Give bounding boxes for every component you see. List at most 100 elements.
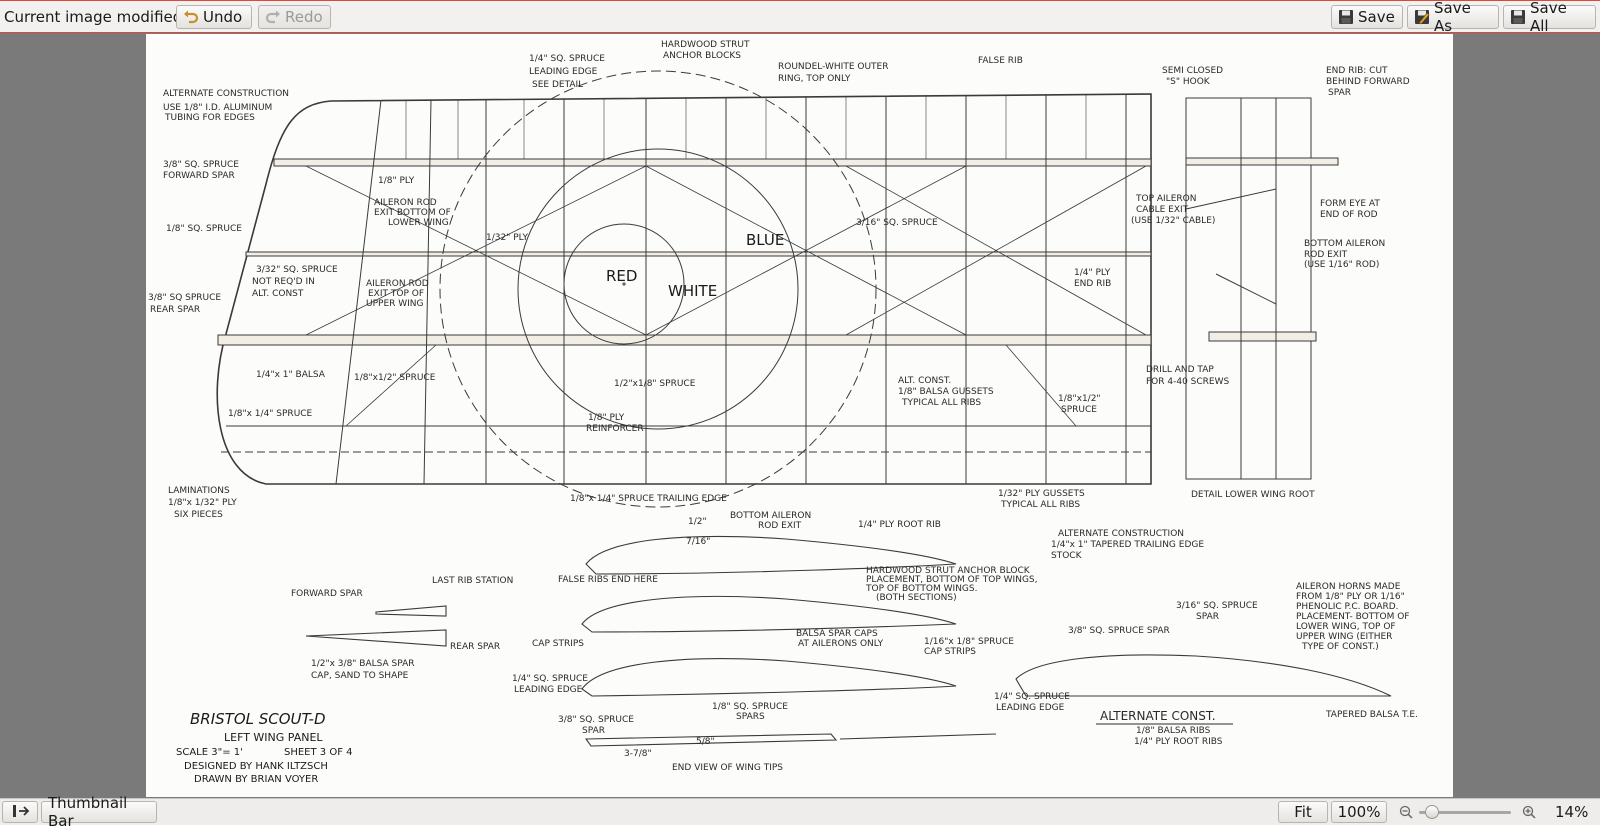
roundel-blue-label: BLUE xyxy=(746,231,784,249)
label-forward-spar: FORWARD SPAR xyxy=(291,589,363,599)
label-end-rib-1: END RIB: CUT xyxy=(1326,66,1388,76)
rear-spar xyxy=(217,334,1152,346)
label-trailing-edge: 1/8"x 1/4" SPRUCE TRAILING EDGE xyxy=(570,494,727,504)
save-all-button[interactable]: Save All xyxy=(1503,0,1596,35)
label-ply-reinforcer-1: 1/8" PLY xyxy=(588,413,625,423)
zoom-slider[interactable] xyxy=(1419,811,1511,814)
label-aileron-rod-top-3: UPPER WING xyxy=(366,299,424,309)
label-strut-block-1: HARDWOOD STRUT ANCHOR BLOCK xyxy=(866,566,1031,576)
redo-button[interactable]: Redo xyxy=(258,5,331,29)
label-end-rib-ply-2: END RIB xyxy=(1074,279,1111,289)
label-sq-spruce-332-2: NOT REQ'D IN xyxy=(252,277,315,287)
label-strut-block-3: TOP OF BOTTOM WINGS. xyxy=(865,584,977,594)
label-le-14-2: LEADING EDGE xyxy=(514,685,583,695)
forward-spar xyxy=(273,158,1152,167)
label-five-8: 5/8" xyxy=(696,737,715,747)
save-as-button[interactable]: Save As xyxy=(1407,0,1499,35)
label-spruce-18x14: 1/8"x 1/4" SPRUCE xyxy=(228,409,313,419)
undo-button[interactable]: Undo xyxy=(176,5,252,29)
label-alt-const-gussets-2: 1/8" BALSA GUSSETS xyxy=(898,387,994,397)
label-bottom-aileron-3: (USE 1/16" ROD) xyxy=(1304,260,1379,270)
undo-icon xyxy=(183,9,199,25)
save-all-icon xyxy=(1510,9,1526,25)
save-as-icon xyxy=(1414,9,1430,25)
label-aileron-rod-3: LOWER WING xyxy=(388,218,449,228)
label-sq-spruce-332-1: 3/32" SQ. SPRUCE xyxy=(256,265,338,275)
label-balsa-spar-1: 1/2"x 3/8" BALSA SPAR xyxy=(311,659,415,669)
label-alt-construction-3: TUBING FOR EDGES xyxy=(164,113,255,123)
label-end-rib-3: SPAR xyxy=(1328,88,1351,98)
label-cap-strips: CAP STRIPS xyxy=(532,639,584,649)
wing-outline xyxy=(216,93,1152,485)
label-form-eye-1: FORM EYE AT xyxy=(1320,199,1380,209)
label-seven-16: 7/16" xyxy=(686,537,710,547)
label-strut-anchor-1: HARDWOOD STRUT xyxy=(661,40,750,50)
label-form-eye-2: END OF ROD xyxy=(1320,210,1378,220)
thumbnail-bar-button[interactable]: Thumbnail Bar xyxy=(41,794,157,830)
label-aileron-horns-5: LOWER WING, TOP OF xyxy=(1296,622,1396,632)
roundel-red-label: RED xyxy=(606,267,637,285)
label-strut-block-4: (BOTH SECTIONS) xyxy=(876,593,957,603)
label-spars-18-1: 1/8" SQ. SPRUCE xyxy=(712,702,788,712)
fit-button[interactable]: Fit xyxy=(1278,801,1328,823)
label-alt-const-gussets-1: ALT. CONST. xyxy=(898,376,951,386)
label-laminations-1: LAMINATIONS xyxy=(168,486,230,496)
label-ply-gussets-2: TYPICAL ALL RIBS xyxy=(1000,500,1080,510)
label-detail-lower-root: DETAIL LOWER WING ROOT xyxy=(1191,490,1315,500)
label-alt-trailing-1: ALTERNATE CONSTRUCTION xyxy=(1058,529,1184,539)
label-rear-spar-1: 3/8" SQ SPRUCE xyxy=(148,293,221,303)
label-rear-spar: REAR SPAR xyxy=(450,642,500,652)
label-leading-edge-3: SEE DETAIL xyxy=(532,80,583,90)
save-label: Save xyxy=(1358,8,1395,26)
label-ply-132: 1/32" PLY xyxy=(486,233,528,243)
label-spruce-18x12-b-2: SPRUCE xyxy=(1061,405,1097,415)
label-alt-const-gussets-3: TYPICAL ALL RIBS xyxy=(901,398,981,408)
label-ply-gussets-1: 1/32" PLY GUSSETS xyxy=(998,489,1085,499)
label-sq-spruce-332-3: ALT. CONST xyxy=(252,289,304,299)
label-rear-spar-2: REAR SPAR xyxy=(150,305,200,315)
zoom-out-icon[interactable] xyxy=(1399,805,1413,819)
zoom-in-icon[interactable] xyxy=(1522,805,1536,819)
drawing-labels: RED WHITE BLUE ALTERNATE CONSTRUCTION US… xyxy=(148,40,1418,785)
save-all-label: Save All xyxy=(1530,0,1567,35)
roundel-white-label: WHITE xyxy=(668,282,717,300)
label-bottom-aileron-exit-2: ROD EXIT xyxy=(758,521,802,531)
label-top-aileron-2: CABLE EXIT xyxy=(1136,205,1189,215)
label-cap-strips-2-1: 1/16"x 1/8" SPRUCE xyxy=(924,637,1014,647)
label-fwd-spar-1: 3/8" SQ. SPRUCE xyxy=(163,160,239,170)
label-semi-closed-2: "S" HOOK xyxy=(1166,77,1211,87)
label-alt-construction-2: USE 1/8" I.D. ALUMINUM xyxy=(163,103,272,113)
label-aileron-rod-2: EXIT BOTTOM OF xyxy=(374,208,451,218)
label-aileron-horns-4: PLACEMENT- BOTTOM OF xyxy=(1296,612,1410,622)
diagonal-bracing xyxy=(305,165,1147,427)
label-alt-sq-spruce-1: 3/16" SQ. SPRUCE xyxy=(1176,601,1258,611)
label-aileron-horns-7: TYPE OF CONST.) xyxy=(1301,642,1379,652)
label-aileron-rod-top-2: EXIT TOP OF xyxy=(368,289,424,299)
zoom-100-button[interactable]: 100% xyxy=(1331,801,1387,823)
label-aileron-horns-6: UPPER WING (EITHER xyxy=(1296,632,1392,642)
center-spar xyxy=(245,251,1152,257)
label-top-aileron-1: TOP AILERON xyxy=(1135,194,1196,204)
label-balsa-14x1: 1/4"x 1" BALSA xyxy=(256,370,326,380)
label-balsa-spar-caps-1: BALSA SPAR CAPS xyxy=(796,629,878,639)
drawing-designed-by: DESIGNED BY HANK ILTZSCH xyxy=(184,761,328,772)
image-viewport[interactable]: RED WHITE BLUE ALTERNATE CONSTRUCTION US… xyxy=(0,33,1600,798)
label-end-rib-ply-1: 1/4" PLY xyxy=(1074,268,1111,278)
label-roundel-ring-2: RING, TOP ONLY xyxy=(778,74,851,84)
label-leading-edge-1: 1/4" SQ. SPRUCE xyxy=(529,54,605,64)
label-aileron-rod-top-1: AILERON ROD xyxy=(366,279,429,289)
drawing-drawn-by: DRAWN BY BRIAN VOYER xyxy=(194,774,318,785)
bottom-status-bar: Thumbnail Bar Fit 100% 14% xyxy=(0,794,1600,830)
drawing-sheet: SHEET 3 OF 4 xyxy=(284,747,353,758)
zoom-slider-handle[interactable] xyxy=(1424,805,1439,819)
label-alt-construction: ALTERNATE CONSTRUCTION xyxy=(163,89,289,99)
label-spruce-12x18: 1/2"x1/8" SPRUCE xyxy=(614,379,696,389)
label-balsa-spar-2: CAP, SAND TO SHAPE xyxy=(311,671,409,681)
sidebar-toggle-button[interactable] xyxy=(2,801,38,823)
save-button[interactable]: Save xyxy=(1331,5,1403,29)
label-strut-block-2: PLACEMENT, BOTTOM OF TOP WINGS, xyxy=(866,575,1038,585)
label-alt-trailing-2: 1/4"x 1" TAPERED TRAILING EDGE xyxy=(1051,540,1204,550)
roundel-white-ring xyxy=(517,148,799,430)
label-last-rib: LAST RIB STATION xyxy=(432,576,513,586)
label-semi-closed-1: SEMI CLOSED xyxy=(1162,66,1223,76)
